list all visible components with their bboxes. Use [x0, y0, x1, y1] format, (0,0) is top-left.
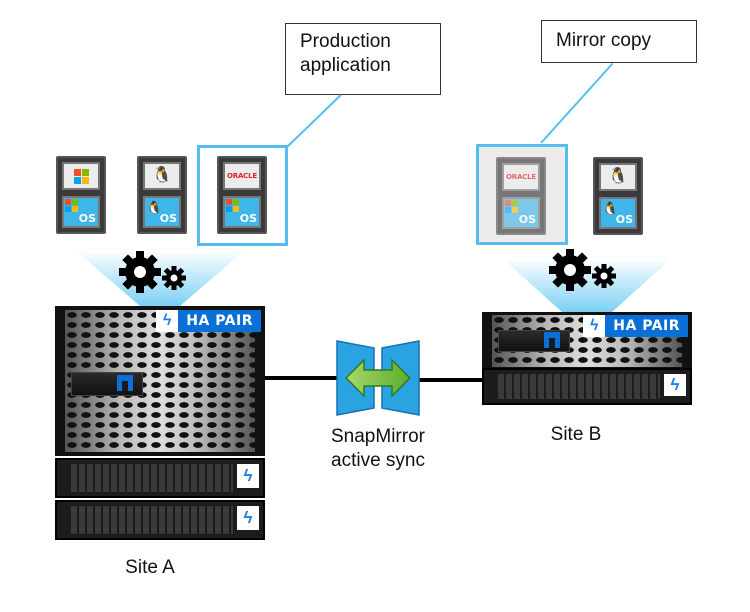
- bolt-icon: ϟ: [156, 310, 179, 332]
- os-label: OS: [78, 212, 96, 225]
- bolt-icon: ϟ: [583, 315, 606, 337]
- site-a-controller: ϟ HA PAIR: [55, 306, 265, 456]
- vm-oracle: ORACLE OS: [217, 156, 267, 234]
- bolt-icon: ϟ: [237, 506, 259, 530]
- vm-windows: OS: [56, 156, 106, 234]
- site-a-beam: [75, 250, 245, 306]
- ha-pair-label: HA PAIR: [605, 315, 688, 337]
- ha-pair-badge: ϟ HA PAIR: [583, 315, 688, 337]
- mirror-copy-callout: Mirror copy: [541, 20, 697, 63]
- windows-icon: [505, 200, 518, 213]
- replication-link-left: [265, 376, 345, 380]
- snapmirror-label-line2: active sync: [331, 450, 425, 471]
- snapmirror-icon: [336, 340, 420, 416]
- production-app-highlight: [197, 145, 288, 246]
- site-a-label: Site A: [125, 557, 175, 578]
- linux-tux-icon: 🐧: [146, 200, 163, 215]
- windows-icon: [65, 199, 78, 212]
- production-callout-connector: [286, 94, 342, 148]
- linux-tux-icon: 🐧: [602, 201, 619, 216]
- vm-oracle-mirror: ORACLE OS: [496, 157, 546, 235]
- callout-line1: Production: [300, 31, 391, 52]
- os-label: OS: [518, 213, 536, 226]
- linux-tux-icon: 🐧: [152, 167, 172, 184]
- site-b-beam: [502, 258, 672, 312]
- windows-icon: [226, 199, 239, 212]
- ha-pair-label: HA PAIR: [178, 310, 261, 332]
- snapmirror-label: SnapMirror active sync: [313, 425, 443, 473]
- production-application-callout: Production application: [285, 23, 441, 95]
- snapmirror-label-line1: SnapMirror: [331, 426, 425, 447]
- vm-linux: 🐧 🐧OS: [137, 156, 187, 234]
- os-label: OS: [615, 213, 633, 226]
- netapp-logo: [544, 332, 560, 348]
- linux-tux-icon: 🐧: [608, 168, 628, 185]
- os-label: OS: [239, 212, 257, 225]
- ha-pair-badge: ϟ HA PAIR: [156, 310, 261, 332]
- site-b-controller: ϟ HA PAIR: [482, 312, 692, 370]
- drive-bays: [498, 374, 660, 399]
- bolt-icon: ϟ: [237, 464, 259, 488]
- bolt-icon: ϟ: [664, 374, 686, 396]
- drive-bays: [71, 464, 233, 492]
- windows-icon: [73, 168, 89, 184]
- mirror-callout-connector: [540, 62, 614, 144]
- site-a-disk-shelf: ϟ: [55, 500, 265, 540]
- site-b-disk-shelf: ϟ: [482, 368, 692, 405]
- os-label: OS: [159, 212, 177, 225]
- netapp-logo: [117, 375, 133, 391]
- vm-linux: 🐧 🐧OS: [593, 157, 643, 235]
- oracle-logo: ORACLE: [506, 173, 536, 181]
- gears-icon: [549, 249, 616, 291]
- callout-text: Mirror copy: [556, 30, 652, 51]
- callout-line2: application: [300, 55, 391, 76]
- site-b-label: Site B: [550, 424, 602, 445]
- gears-icon: [119, 251, 186, 293]
- oracle-logo: ORACLE: [227, 172, 257, 180]
- drive-bays: [71, 506, 233, 534]
- site-a-disk-shelf: ϟ: [55, 458, 265, 498]
- replication-link-right: [410, 378, 485, 382]
